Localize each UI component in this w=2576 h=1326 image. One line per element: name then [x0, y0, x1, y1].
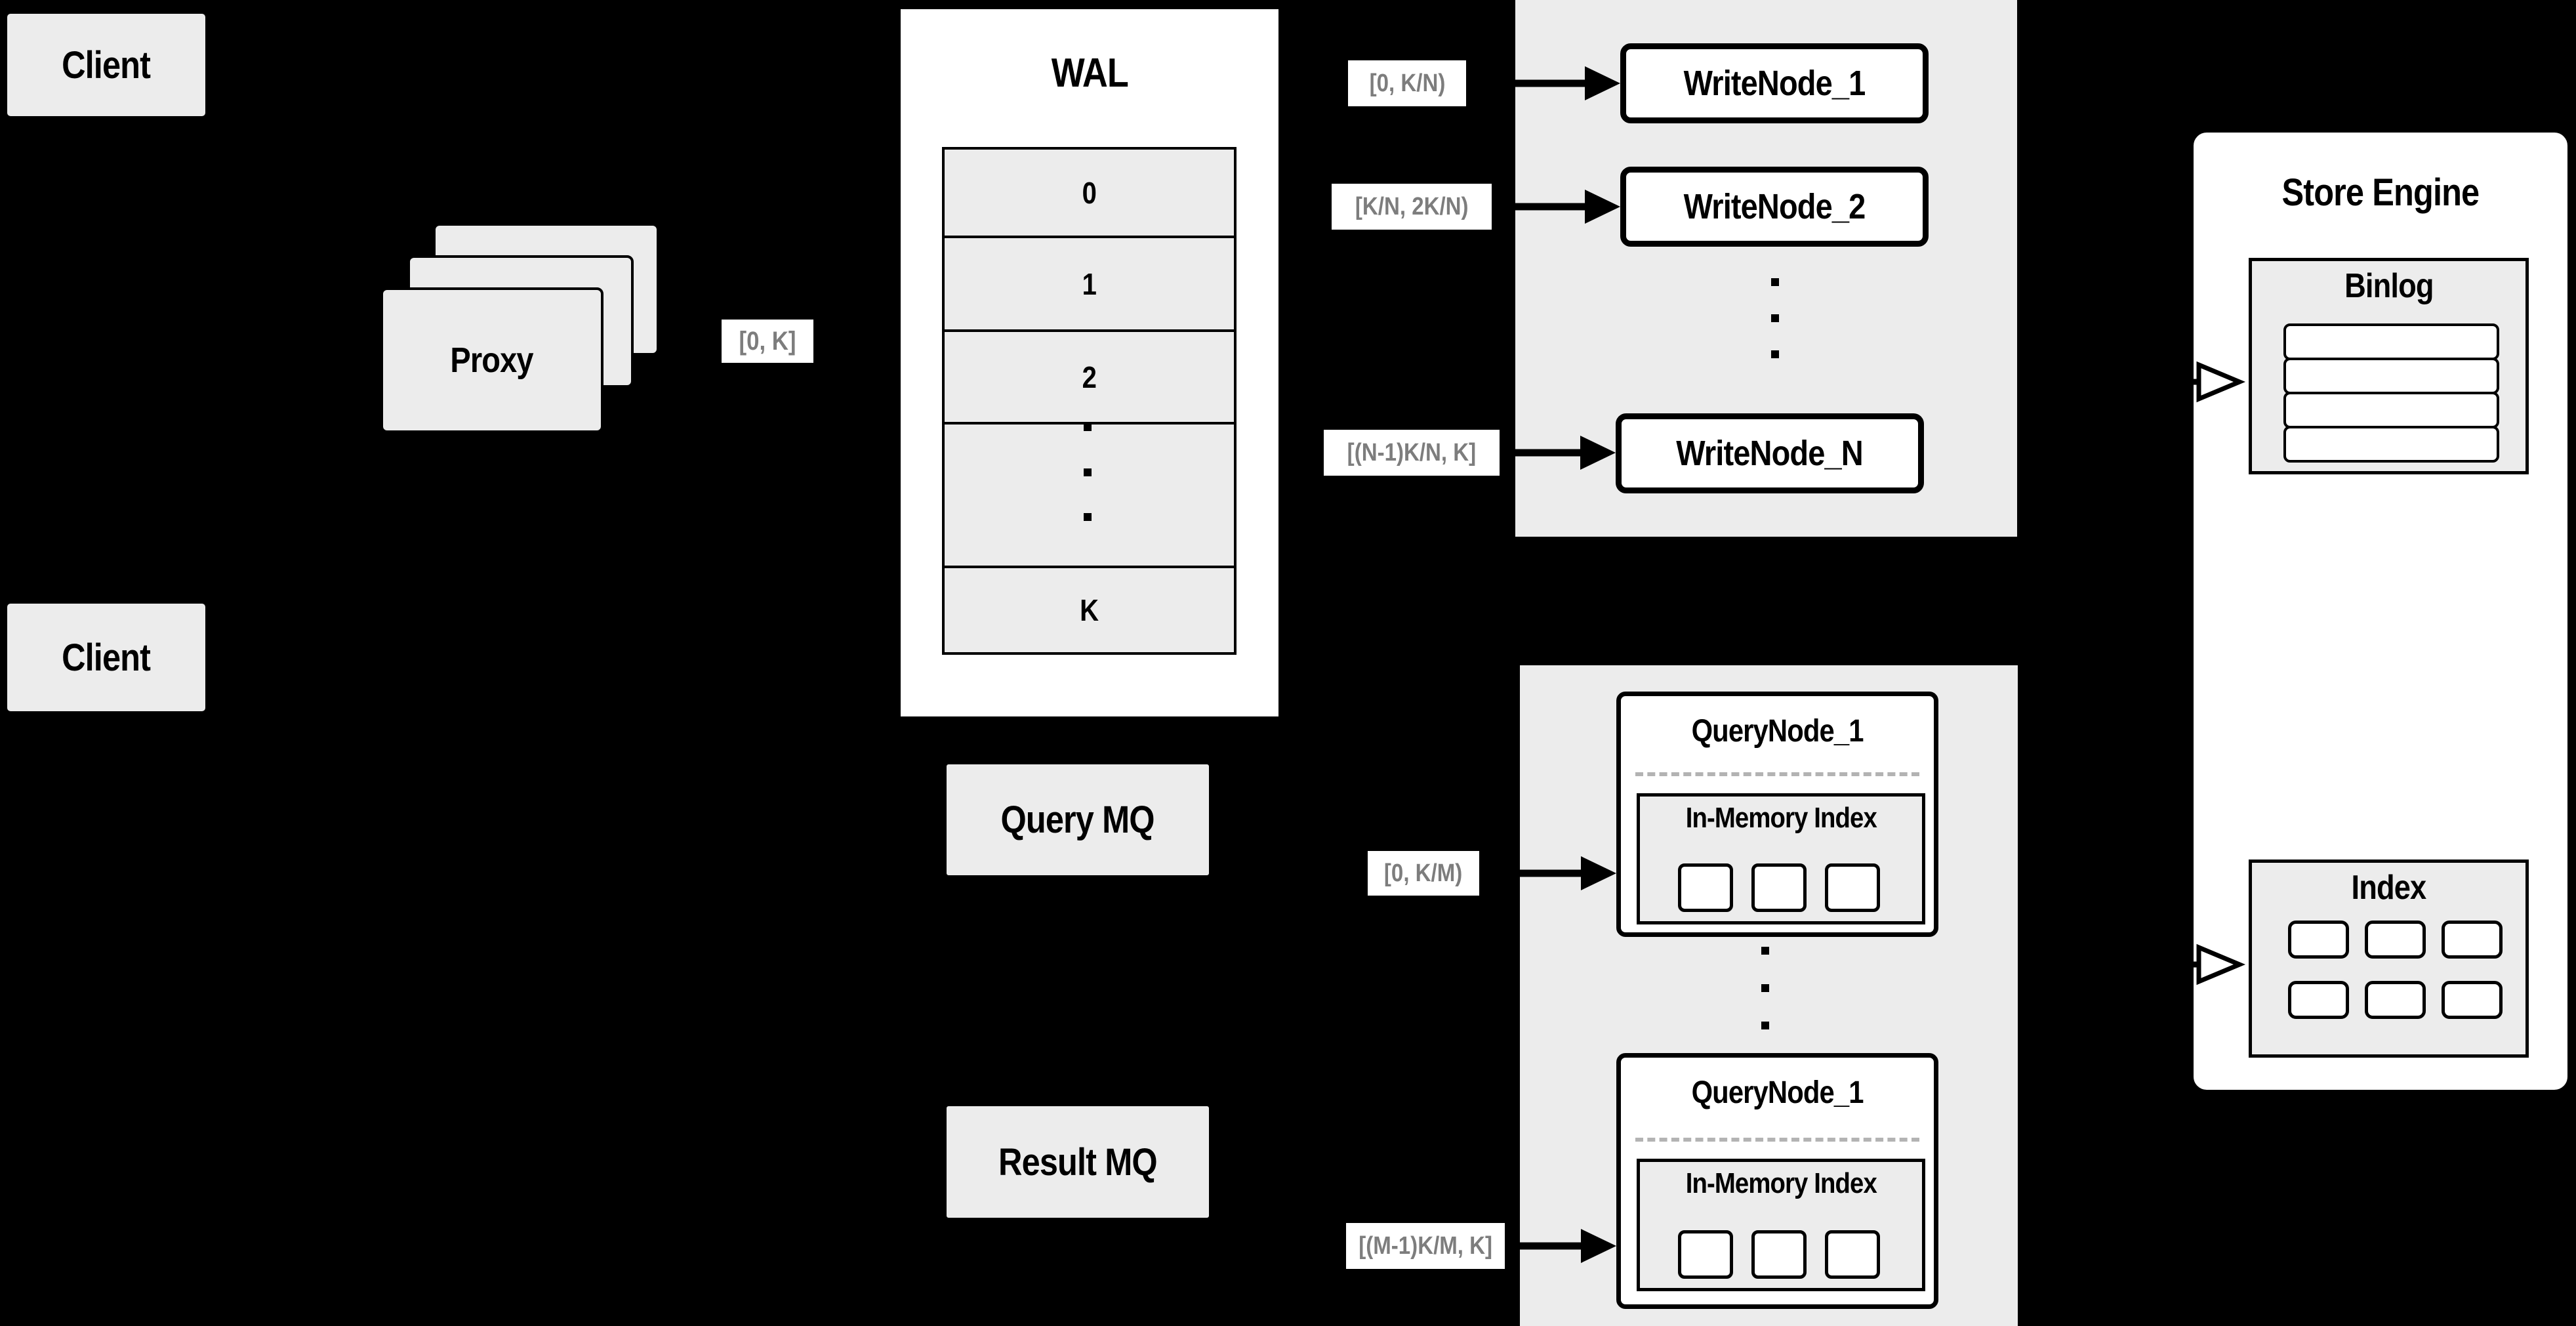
index-segment — [1678, 863, 1733, 912]
query-node-top-title-wrap: QueryNode_1 — [1691, 714, 1864, 749]
binlog-row — [2283, 392, 2499, 428]
store-engine-title-wrap: Store Engine — [2281, 171, 2480, 214]
in-memory-index-box-bottom: In-Memory Index — [1637, 1159, 1925, 1291]
client-bottom-label: Client — [62, 636, 152, 679]
wal-ellipsis-dot — [1084, 513, 1092, 521]
range-label-write-n: [(N-1)K/N, K] — [1324, 430, 1500, 476]
query-node-bottom-title-wrap: QueryNode_1 — [1691, 1075, 1864, 1110]
result-mq-box: Result MQ — [945, 1104, 1211, 1220]
wal-row-0: 0 — [945, 150, 1234, 238]
query-ellipsis-dot — [1761, 947, 1769, 955]
index-segment — [1825, 863, 1880, 912]
dashed-separator — [1635, 1138, 1919, 1142]
write-node-1: WriteNode_1 — [1620, 43, 1929, 123]
range-label-write-1: [0, K/N) — [1348, 60, 1466, 106]
wal-row-2: 2 — [945, 332, 1234, 425]
wal-row-1: 1 — [945, 238, 1234, 332]
range-label-query-1: [0, K/M) — [1368, 851, 1479, 896]
range-label-write-2: [K/N, 2K/N) — [1332, 184, 1492, 230]
wal-ellipsis-dot — [1084, 468, 1092, 476]
index-cell — [2442, 981, 2503, 1019]
index-segment — [1825, 1230, 1880, 1279]
write-node-n: WriteNode_N — [1616, 413, 1924, 493]
wal-title-wrap: WAL — [901, 50, 1278, 96]
query-node-bottom: QueryNode_1 In-Memory Index — [1616, 1053, 1938, 1309]
proxy-label: Proxy — [450, 341, 534, 380]
wal-title: WAL — [1051, 51, 1128, 96]
index-segment — [1751, 1230, 1807, 1279]
query-mq-box: Query MQ — [945, 762, 1211, 877]
range-label-query-m: [(M-1)K/M, K] — [1346, 1223, 1505, 1269]
index-cell — [2442, 921, 2503, 959]
dashed-separator — [1635, 772, 1919, 776]
wal-row-k: K — [945, 568, 1234, 652]
index-cell — [2288, 921, 2349, 959]
query-ellipsis-dot — [1761, 1022, 1769, 1029]
write-ellipsis-dot — [1771, 350, 1779, 358]
binlog-row — [2283, 426, 2499, 463]
index-cell — [2365, 921, 2426, 959]
index-box: Index — [2249, 860, 2529, 1058]
client-box-top: Client — [5, 12, 207, 118]
binlog-row — [2283, 323, 2499, 360]
wal-ellipsis-dot — [1084, 423, 1092, 431]
wal-table: 0 1 2 K — [942, 147, 1237, 655]
write-ellipsis-dot — [1771, 278, 1779, 286]
index-cell — [2365, 981, 2426, 1019]
wal-row-ellipsis — [945, 425, 1234, 568]
write-node-2: WriteNode_2 — [1620, 167, 1929, 247]
index-cell — [2288, 981, 2349, 1019]
client-top-label: Client — [62, 43, 152, 87]
query-node-top: QueryNode_1 In-Memory Index — [1616, 692, 1938, 937]
in-memory-index-box-top: In-Memory Index — [1637, 793, 1925, 924]
binlog-box: Binlog — [2249, 258, 2529, 474]
binlog-row — [2283, 358, 2499, 394]
client-box-bottom: Client — [5, 602, 207, 713]
index-segment — [1751, 863, 1807, 912]
index-segment — [1678, 1230, 1733, 1279]
range-label-proxy-out: [0, K] — [722, 320, 813, 363]
write-ellipsis-dot — [1771, 314, 1779, 322]
proxy-card-front: Proxy — [380, 287, 603, 433]
query-ellipsis-dot — [1761, 984, 1769, 992]
